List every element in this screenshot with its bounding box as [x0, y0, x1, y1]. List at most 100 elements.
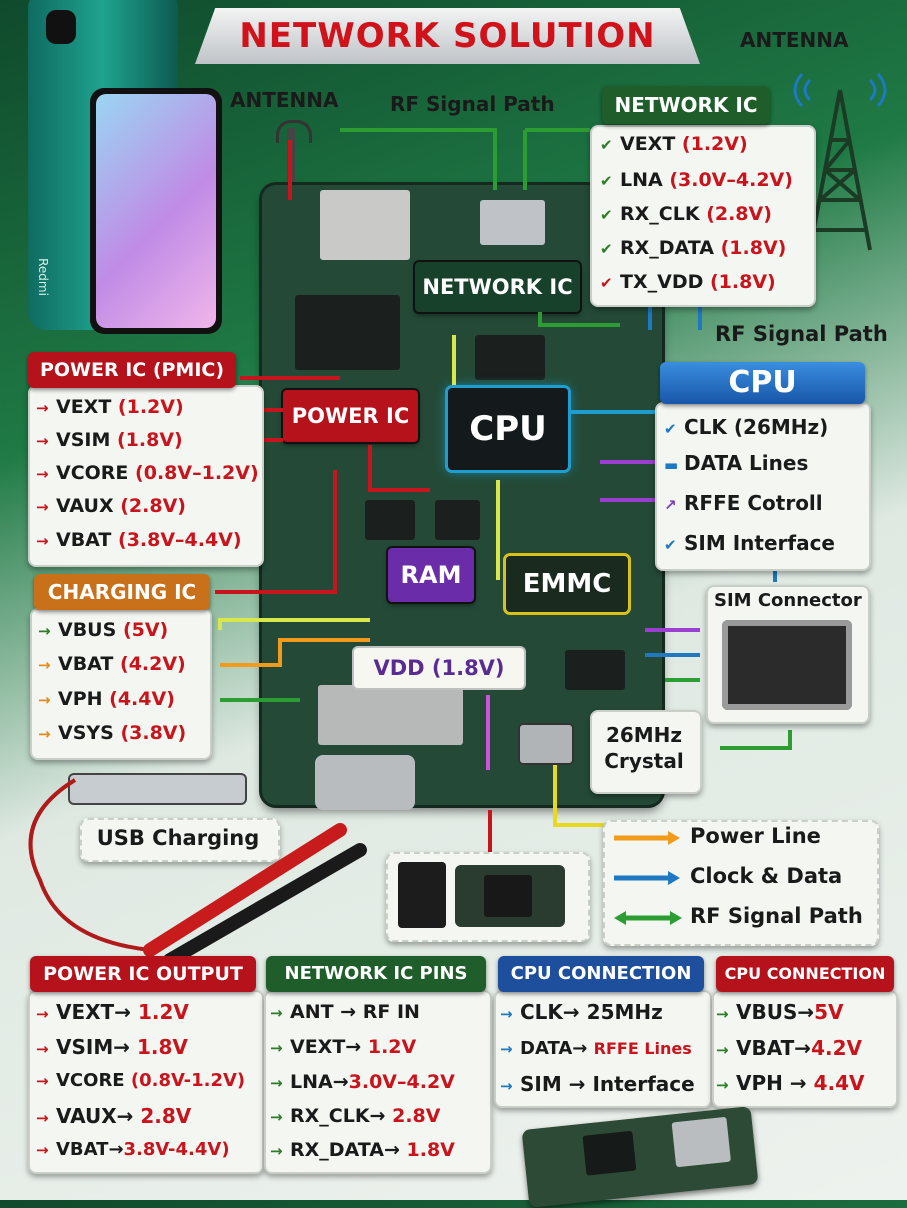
arrow-right-icon: → — [36, 1141, 49, 1159]
power-ic-chip: POWER IC — [283, 390, 418, 442]
usb-charging-tag — [80, 818, 280, 862]
module-chip — [484, 875, 532, 917]
cpu-connection-power-title: CPU CONNECTION — [716, 956, 894, 992]
charging-ic-row: →VPH (4.4V) — [38, 688, 175, 710]
chip-small — [475, 335, 545, 380]
arrow-right-icon: → — [38, 691, 51, 709]
legend-swatch — [614, 911, 682, 925]
cpu-row: ✔CLK (26MHz) — [664, 415, 829, 439]
power-ic-row: →VAUX (2.8V) — [36, 495, 186, 517]
network-ic-row: ✔VEXT (1.2V) — [600, 133, 748, 155]
arrow-right-icon: → — [36, 1109, 49, 1127]
arrow-right-icon: → — [500, 1005, 513, 1023]
cpu-power-row: →VBUS→5V — [716, 1000, 844, 1024]
arrow-right-icon: → — [716, 1076, 729, 1094]
power-ic-output-title: POWER IC OUTPUT — [30, 956, 256, 992]
power-ic-row: →VSIM (1.8V) — [36, 429, 183, 451]
legend-swatch — [614, 831, 680, 845]
page-title: NETWORK SOLUTION — [239, 16, 656, 56]
crystal-panel — [590, 710, 702, 794]
cpu-panel — [655, 402, 871, 571]
cpu-power-row: →VBAT→4.2V — [716, 1036, 862, 1060]
check-icon: ✔ — [600, 136, 613, 154]
check-icon: ✔ — [600, 206, 613, 224]
check-icon: ✔ — [600, 240, 613, 258]
chip-small — [565, 650, 625, 690]
power-ic-output-panel — [28, 990, 264, 1174]
arrow-right-icon: → — [36, 1040, 49, 1058]
rf-path-top-label: RF Signal Path — [390, 92, 555, 116]
network-ic-row: ✔RX_CLK (2.8V) — [600, 203, 772, 225]
power-ic-row: →VBAT (3.8V–4.4V) — [36, 529, 242, 551]
arrow-right-icon: → — [38, 725, 51, 743]
cpu-connection-row: →CLK→ 25MHz — [500, 1000, 663, 1024]
arrow-right-icon: → — [716, 1041, 729, 1059]
arrow-right-icon: → — [270, 1074, 283, 1092]
legend-label: Clock & Data — [690, 864, 843, 888]
arrow-right-icon: → — [36, 465, 49, 483]
crystal-label: 26MHz Crystal — [604, 723, 684, 773]
shield-can — [318, 685, 463, 745]
network-pin-row: →ANT → RF IN — [270, 1001, 420, 1023]
charging-ic-panel-title: CHARGING IC — [34, 574, 210, 610]
power-output-row: →VCORE (0.8V-1.2V) — [36, 1070, 246, 1091]
sim-tray — [320, 190, 410, 260]
power-output-row: →VAUX→ 2.8V — [36, 1104, 192, 1128]
network-ic-pins-panel — [264, 990, 492, 1174]
legend-swatch — [614, 871, 680, 885]
legend-panel — [603, 820, 879, 946]
network-ic-row: ✔LNA (3.0V–4.2V) — [600, 169, 793, 191]
shield-can — [295, 295, 400, 370]
charging-ic-row: →VBAT (4.2V) — [38, 653, 186, 675]
network-ic-row: ✔TX_VDD (1.8V) — [600, 271, 776, 293]
probe-cables — [28, 778, 367, 967]
title-banner — [195, 8, 700, 64]
network-ic-chip: NETWORK IC — [415, 262, 580, 312]
dash-icon: ▬ — [664, 456, 679, 474]
legend-label: Power Line — [690, 824, 821, 848]
chip-small — [365, 500, 415, 540]
tower-icon — [793, 73, 887, 251]
check-red-icon: ✔ — [600, 274, 613, 292]
chip-small — [435, 500, 480, 540]
cpu-connection-row: →SIM → Interface — [500, 1072, 695, 1096]
arrow-right-icon: → — [36, 532, 49, 550]
cpu-power-row: →VPH → 4.4V — [716, 1071, 865, 1095]
antenna-left-label: ANTENNA — [230, 88, 339, 112]
network-pin-row: →RX_DATA→ 1.8V — [270, 1139, 455, 1161]
network-ic-pins-title: NETWORK IC PINS — [266, 956, 486, 992]
power-ic-panel-title: POWER IC (PMIC) — [28, 352, 236, 388]
cpu-chip: CPU — [448, 388, 568, 470]
network-pin-row: →VEXT→ 1.2V — [270, 1036, 417, 1058]
check-icon: ✔ — [600, 172, 613, 190]
power-output-row: →VSIM→ 1.8V — [36, 1035, 188, 1059]
network-pin-row: →LNA→3.0V–4.2V — [270, 1071, 455, 1093]
connector — [480, 200, 545, 245]
usb-charging-label: USB Charging — [96, 826, 260, 850]
arrow-right-icon: → — [270, 1108, 283, 1126]
power-ic-row: →VEXT (1.2V) — [36, 396, 184, 418]
power-ic-row: →VCORE (0.8V–1.2V) — [36, 462, 259, 484]
arrow-right-icon: → — [38, 622, 51, 640]
sim-connector-image — [722, 620, 852, 710]
network-ic-row: ✔RX_DATA (1.8V) — [600, 237, 787, 259]
emmc-chip: EMMC — [506, 556, 628, 612]
network-ic-panel-title: NETWORK IC — [602, 86, 770, 124]
charging-ic-row: →VSYS (3.8V) — [38, 722, 187, 744]
cpu-row: ▬DATA Lines — [664, 451, 809, 475]
usb-port — [315, 755, 415, 810]
arrow-right-icon: → — [36, 1072, 49, 1090]
phone-screen — [90, 88, 222, 334]
cpu-row: ↗RFFE Cotroll — [664, 491, 823, 515]
crystal-component — [520, 725, 572, 763]
module-connector — [398, 862, 446, 928]
cpu-row: ✔SIM Interface — [664, 531, 835, 555]
arrow-right-icon: → — [270, 1039, 283, 1057]
phone-image: Redmi — [18, 0, 228, 340]
power-output-row: →VEXT→ 1.2V — [36, 1000, 189, 1024]
legend-label: RF Signal Path — [690, 904, 863, 928]
vdd-label: VDD (1.8V) — [354, 648, 524, 688]
power-output-row: →VBAT→3.8V-4.4V) — [36, 1139, 230, 1160]
curve-arrow-icon: ↗ — [664, 496, 677, 514]
